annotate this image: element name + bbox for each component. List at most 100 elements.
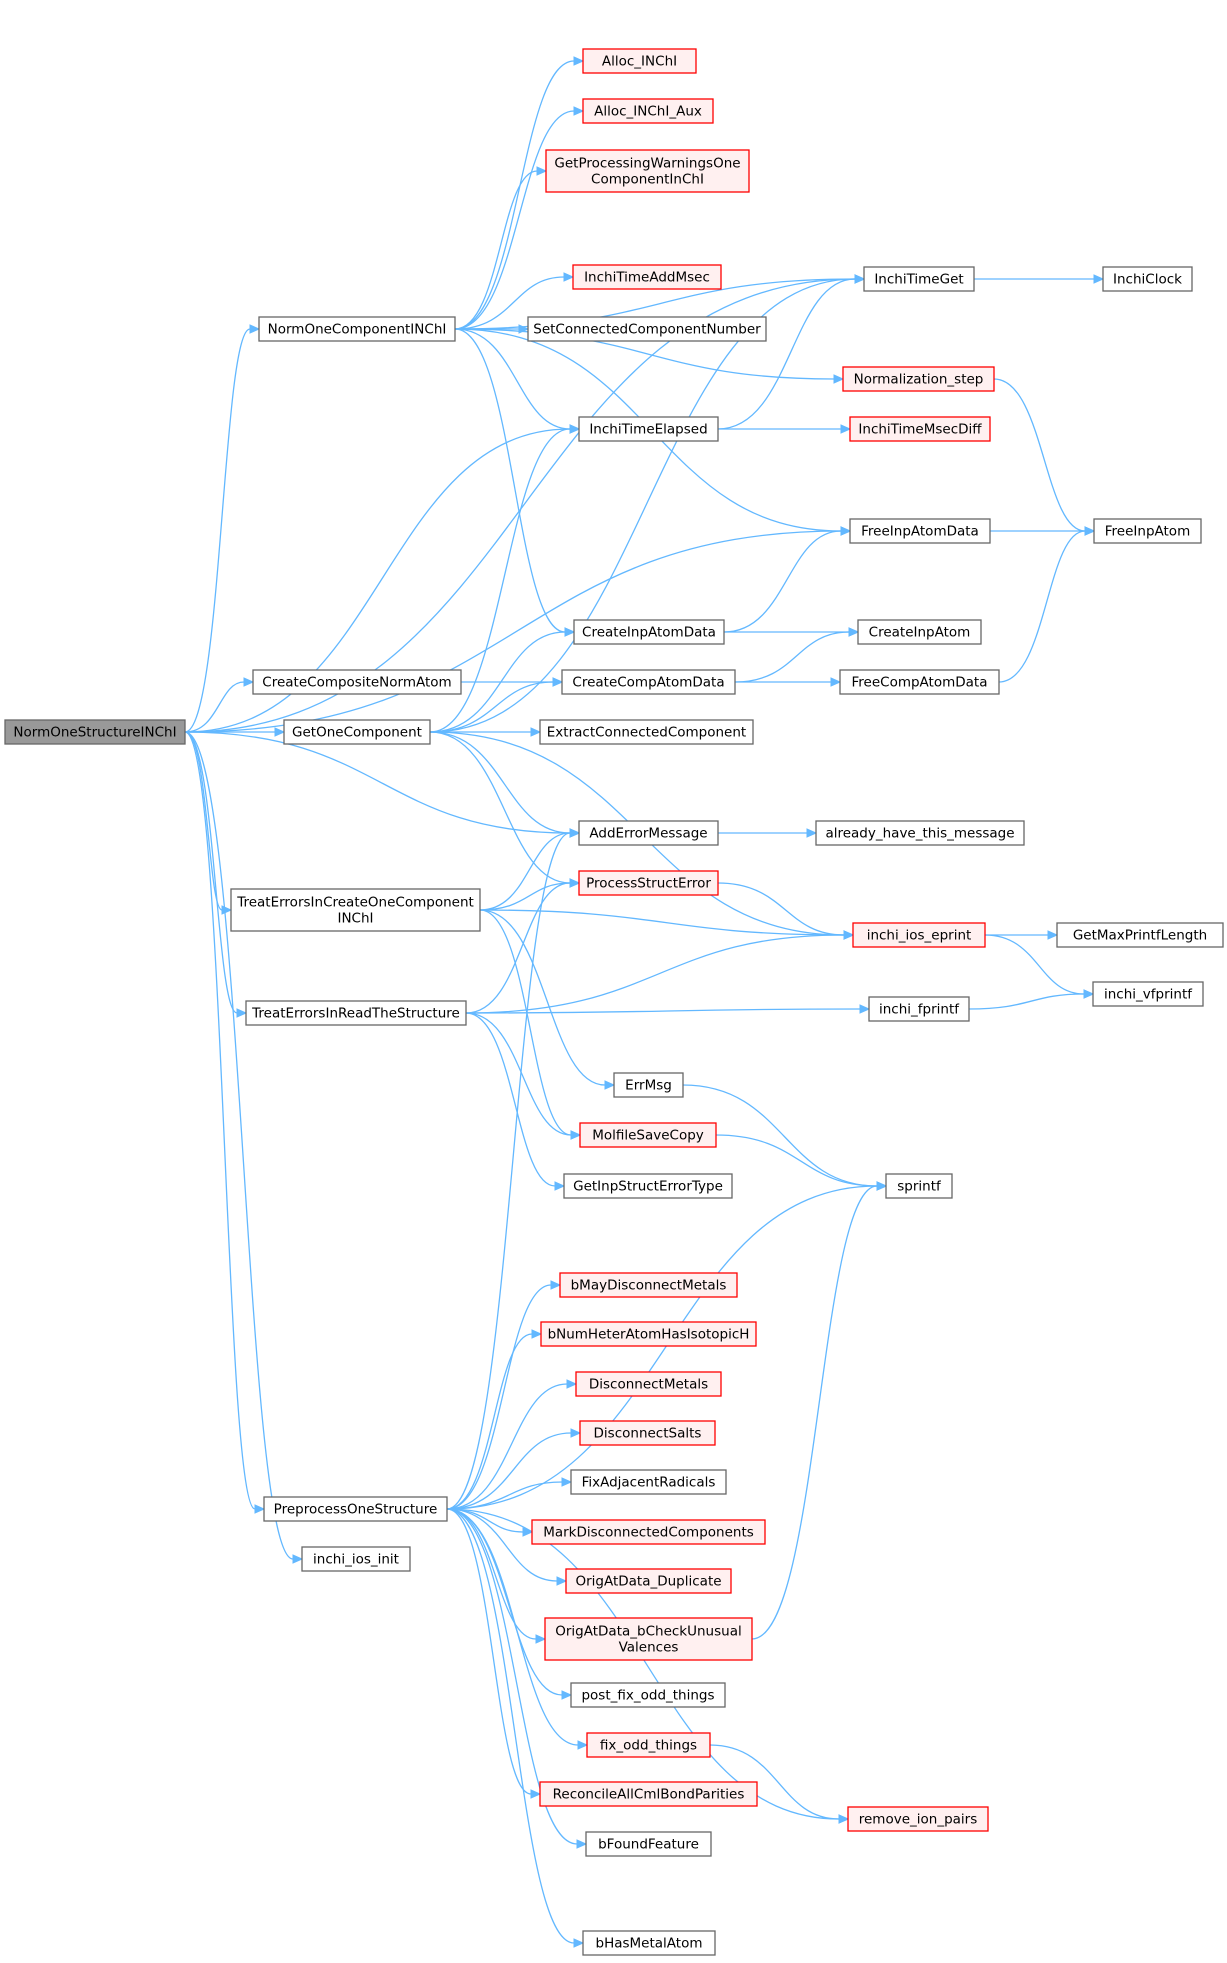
node-get_inp_struct_error_type[interactable]: GetInpStructErrorType [563, 1173, 733, 1199]
node-inchi_vfprintf[interactable]: inchi_vfprintf [1092, 981, 1204, 1007]
node-inchi_fprintf[interactable]: inchi_fprintf [868, 996, 970, 1022]
arrowhead-preprocess_one_structure-to-disconnect_salts [570, 1428, 582, 1438]
arrowhead-preprocess_one_structure-to-b_may_disconnect_metals [550, 1280, 562, 1290]
edge-treat_errors_read-to-process_struct_error [465, 882, 571, 1014]
node-box-inchi_time_elapsed [578, 416, 719, 442]
node-box-alloc_inchi [582, 48, 697, 74]
node-create_inp_atom[interactable]: CreateInpAtom [857, 619, 982, 645]
node-box-alloc_inchi_aux [582, 98, 714, 124]
edge-err_msg-to-sprintf [682, 1084, 878, 1187]
node-reconcile_all_cml_bond_parities[interactable]: ReconcileAllCmlBondParities [539, 1781, 758, 1807]
node-process_struct_error[interactable]: ProcessStructError [578, 870, 719, 896]
node-preprocess_one_structure[interactable]: PreprocessOneStructure [263, 1496, 448, 1522]
node-label-get_processing_warnings-0: GetProcessingWarningsOne [554, 156, 740, 172]
node-normalization_step[interactable]: Normalization_step [842, 366, 995, 392]
node-create_inp_atom_data[interactable]: CreateInpAtomData [573, 619, 725, 645]
node-extract_connected_component[interactable]: ExtractConnectedComponent [539, 719, 754, 745]
edge-treat_errors_create-to-inchi_ios_eprint [479, 909, 845, 936]
node-mark_disconnected_components[interactable]: MarkDisconnectedComponents [531, 1519, 766, 1545]
node-b_found_feature[interactable]: bFoundFeature [585, 1831, 712, 1857]
node-label-post_fix_odd_things-0: post_fix_odd_things [581, 1688, 714, 1704]
node-box-create_comp_atom_data [561, 669, 736, 695]
node-orig_at_data_duplicate[interactable]: OrigAtData_Duplicate [565, 1568, 732, 1594]
arrowhead-preprocess_one_structure-to-reconcile_all_cml_bond_parities [530, 1789, 542, 1799]
node-label-b_num_heter_atom_has_isotopic_h-0: bNumHeterAtomHasIsotopicH [548, 1327, 750, 1343]
arrowhead-inchi_time_get-to-inchi_clock [1093, 274, 1105, 284]
edge-treat_errors_read-to-molfile_save_copy [465, 1012, 572, 1136]
edge-get_one_component-to-create_inp_atom_data [429, 631, 566, 733]
node-alloc_inchi[interactable]: Alloc_INChI [582, 48, 697, 74]
arrowhead-preprocess_one_structure-to-disconnect_metals [566, 1379, 578, 1389]
node-box-get_processing_warnings [545, 149, 750, 193]
node-already_have_this_message[interactable]: already_have_this_message [815, 820, 1025, 846]
node-label-inchi_time_get-0: InchiTimeGet [874, 272, 963, 288]
node-disconnect_salts[interactable]: DisconnectSalts [579, 1420, 716, 1446]
arrowhead-get_one_component-to-create_comp_atom_data [552, 677, 564, 687]
node-sprintf[interactable]: sprintf [885, 1173, 953, 1199]
node-box-extract_connected_component [539, 719, 754, 745]
node-box-err_msg [613, 1072, 684, 1098]
node-fix_odd_things[interactable]: fix_odd_things [586, 1732, 711, 1758]
edge-norm_one_structure_inchi-to-treat_errors_read [184, 731, 238, 1014]
node-box-free_inp_atom [1093, 518, 1202, 544]
node-label-preprocess_one_structure-0: PreprocessOneStructure [274, 1502, 438, 1518]
edge-create_comp_atom_data-to-create_inp_atom [734, 631, 850, 683]
node-treat_errors_read[interactable]: TreatErrorsInReadTheStructure [245, 1000, 467, 1026]
node-inchi_time_get[interactable]: InchiTimeGet [863, 266, 975, 292]
node-label-get_processing_warnings-1: ComponentInChI [591, 172, 704, 188]
node-free_inp_atom[interactable]: FreeInpAtom [1093, 518, 1202, 544]
node-inchi_time_add_msec[interactable]: InchiTimeAddMsec [572, 264, 722, 290]
arrowhead-preprocess_one_structure-to-add_error_message [569, 828, 581, 838]
edge-preprocess_one_structure-to-b_found_feature [446, 1508, 578, 1845]
node-inchi_clock[interactable]: InchiClock [1102, 266, 1193, 292]
node-inchi_ios_eprint[interactable]: inchi_ios_eprint [852, 922, 986, 948]
edge-norm_one_structure_inchi-to-inchi_time_elapsed [184, 428, 571, 733]
node-create_comp_atom_data[interactable]: CreateCompAtomData [561, 669, 736, 695]
arrowhead-fix_odd_things-to-remove_ion_pairs [838, 1814, 850, 1824]
node-label-free_inp_atom_data-0: FreeInpAtomData [861, 524, 979, 540]
node-box-create_composite_norm_atom [252, 669, 462, 695]
arrowhead-get_one_component-to-extract_connected_component [530, 727, 542, 737]
node-fix_adjacent_radicals[interactable]: FixAdjacentRadicals [570, 1469, 727, 1495]
node-label-extract_connected_component-0: ExtractConnectedComponent [547, 725, 746, 741]
node-norm_one_component_inchi[interactable]: NormOneComponentINChI [258, 316, 456, 342]
node-b_num_heter_atom_has_isotopic_h[interactable]: bNumHeterAtomHasIsotopicH [540, 1321, 757, 1347]
node-get_max_printf_length[interactable]: GetMaxPrintfLength [1056, 922, 1224, 948]
edge-preprocess_one_structure-to-fix_adjacent_radicals [446, 1481, 563, 1510]
node-label-inchi_time_msec_diff-0: InchiTimeMsecDiff [858, 422, 982, 438]
node-inchi_ios_init[interactable]: inchi_ios_init [301, 1546, 411, 1572]
node-b_has_metal_atom[interactable]: bHasMetalAtom [582, 1930, 716, 1956]
arrowhead-treat_errors_read-to-process_struct_error [569, 878, 581, 888]
arrowhead-treat_errors_read-to-inchi_ios_eprint [843, 930, 855, 940]
node-label-create_composite_norm_atom-0: CreateCompositeNormAtom [262, 675, 451, 691]
node-create_composite_norm_atom[interactable]: CreateCompositeNormAtom [252, 669, 462, 695]
edge-get_one_component-to-process_struct_error [429, 731, 571, 884]
node-label-alloc_inchi_aux-0: Alloc_INChI_Aux [594, 104, 702, 120]
node-box-mark_disconnected_components [531, 1519, 766, 1545]
node-inchi_time_elapsed[interactable]: InchiTimeElapsed [578, 416, 719, 442]
node-norm_one_structure_inchi[interactable]: NormOneStructureINChI [4, 719, 186, 745]
node-err_msg[interactable]: ErrMsg [613, 1072, 684, 1098]
node-free_comp_atom_data[interactable]: FreeCompAtomData [839, 669, 1000, 695]
node-box-b_found_feature [585, 1831, 712, 1857]
node-inchi_time_msec_diff[interactable]: InchiTimeMsecDiff [849, 416, 991, 442]
node-box-create_inp_atom [857, 619, 982, 645]
edge-preprocess_one_structure-to-sprintf [446, 1185, 878, 1510]
node-set_connected_component_number[interactable]: SetConnectedComponentNumber [527, 316, 767, 342]
node-label-orig_at_data_duplicate-0: OrigAtData_Duplicate [575, 1574, 721, 1590]
node-add_error_message[interactable]: AddErrorMessage [578, 820, 719, 846]
node-free_inp_atom_data[interactable]: FreeInpAtomData [849, 518, 991, 544]
node-remove_ion_pairs[interactable]: remove_ion_pairs [847, 1806, 989, 1832]
node-disconnect_metals[interactable]: DisconnectMetals [575, 1371, 722, 1397]
edge-preprocess_one_structure-to-b_may_disconnect_metals [446, 1284, 552, 1510]
node-b_may_disconnect_metals[interactable]: bMayDisconnectMetals [559, 1272, 738, 1298]
arrowhead-norm_one_component_inchi-to-alloc_inchi [573, 56, 585, 66]
node-molfile_save_copy[interactable]: MolfileSaveCopy [579, 1122, 717, 1148]
node-post_fix_odd_things[interactable]: post_fix_odd_things [570, 1682, 726, 1708]
node-box-get_one_component [283, 719, 431, 745]
node-alloc_inchi_aux[interactable]: Alloc_INChI_Aux [582, 98, 714, 124]
node-get_one_component[interactable]: GetOneComponent [283, 719, 431, 745]
